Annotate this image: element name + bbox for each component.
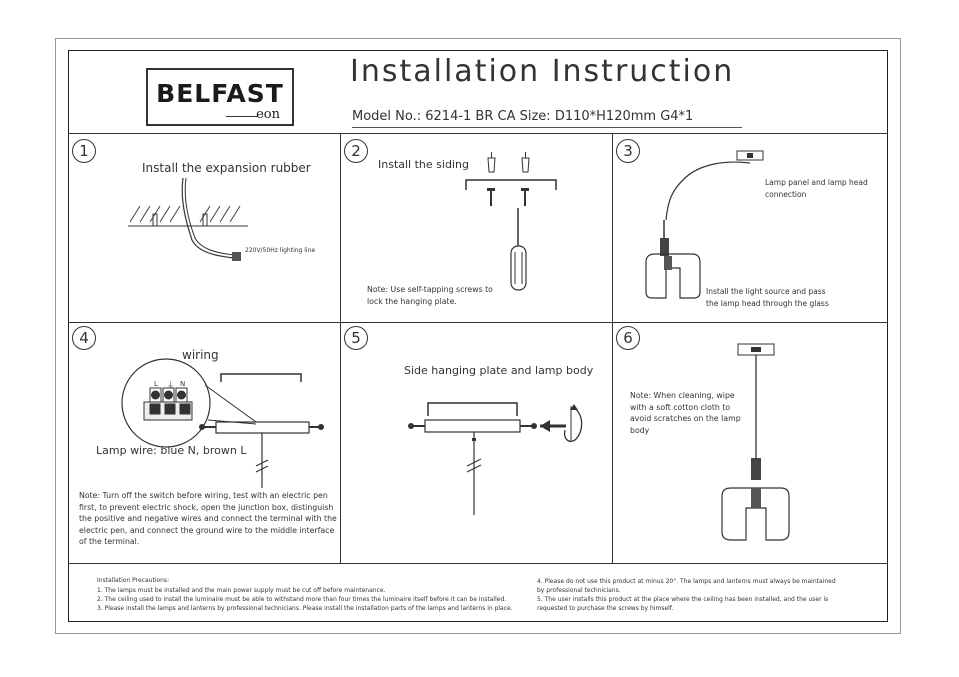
brand-logo: BELFAST eon: [146, 68, 294, 126]
grid-line: [68, 133, 888, 134]
step-1-wire-label: 220V/50Hz lighting line: [245, 247, 316, 254]
step-4-caption: wiring: [182, 348, 219, 362]
step-number-5: 5: [344, 326, 368, 350]
step-2-caption: Install the siding: [378, 158, 469, 171]
logo-rule: [226, 116, 258, 117]
step-4-note: Note: Turn off the switch before wiring,…: [79, 491, 337, 546]
terminal-mark-l: L: [154, 380, 158, 388]
step-4-lamp-wire-label: Lamp wire: blue N, brown L: [96, 444, 247, 457]
step-number-3: 3: [616, 139, 640, 163]
logo-sub-text: eon: [256, 107, 280, 122]
terminal-mark-n: N: [180, 380, 186, 388]
step-number-2: 2: [344, 139, 368, 163]
model-underline: [352, 127, 742, 128]
step-number-6: 6: [616, 326, 640, 350]
grid-line: [612, 133, 613, 563]
precaution-1: 1. The lamps must be installed and the m…: [97, 587, 386, 594]
precaution-4: 4. Please do not use this product at min…: [537, 578, 836, 585]
step-3-glass-label: Install the light source and pass the la…: [706, 287, 829, 308]
precautions-heading: Installation Precautions:: [97, 577, 170, 584]
step-number-4: 4: [72, 326, 96, 350]
step-5-caption: Side hanging plate and lamp body: [404, 364, 594, 377]
logo-main-text: BELFAST: [156, 79, 284, 108]
page-frame: [68, 50, 888, 622]
precaution-5-cont: requested to purchase the screws by hims…: [537, 605, 674, 612]
precaution-2: 2. The ceiling used to install the lumin…: [97, 596, 507, 603]
step-6-note: Note: When cleaning, wipe with a soft co…: [630, 391, 741, 435]
page-title: Installation Instruction: [350, 54, 735, 89]
sheet-border: [55, 38, 901, 634]
precaution-3: 3. Please install the lamps and lanterns…: [97, 605, 513, 612]
terminal-mark-ground: ⏚: [167, 381, 174, 389]
step-1-caption: Install the expansion rubber: [142, 161, 311, 175]
step-2-note: Note: Use self-tapping screws to lock th…: [367, 285, 493, 306]
precaution-4-cont: by professional technicians.: [537, 587, 621, 594]
precaution-5: 5. The user installs this product at the…: [537, 596, 829, 603]
step-number-1: 1: [72, 139, 96, 163]
grid-line: [68, 563, 888, 564]
step-3-connection-label: Lamp panel and lamp head connection: [765, 178, 868, 199]
grid-line: [68, 322, 888, 323]
model-info: Model No.: 6214-1 BR CA Size: D110*H120m…: [352, 109, 694, 124]
grid-line: [340, 133, 341, 563]
